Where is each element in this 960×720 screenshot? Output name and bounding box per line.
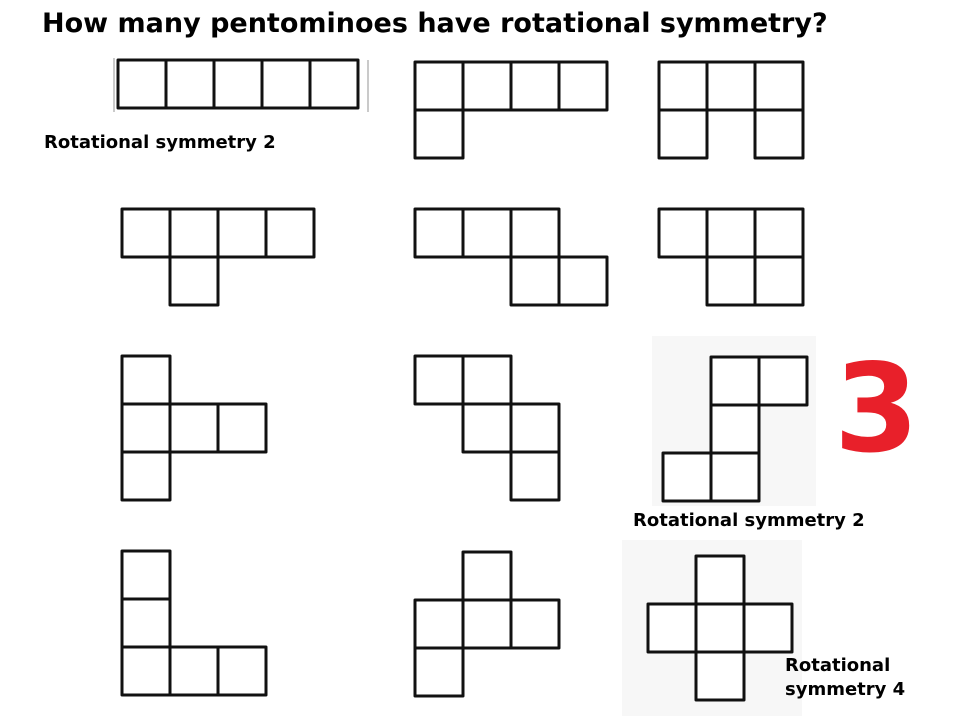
pentomino-square [694, 650, 746, 702]
pentomino-square [216, 207, 268, 259]
pentomino-square [757, 355, 809, 407]
pentomino-square [413, 354, 465, 406]
pentomino-square [413, 108, 465, 160]
p-pentomino [657, 207, 805, 307]
pentomino-square [413, 598, 465, 650]
pentomino-square [461, 550, 513, 602]
l-pentomino-vertical [120, 549, 268, 697]
pentomino-square [509, 450, 561, 502]
pentomino-square [413, 646, 465, 698]
l-pentomino-horizontal [413, 60, 609, 160]
x-piece-label-line-1: Rotational [785, 655, 891, 676]
pentomino-square [120, 597, 172, 649]
pentomino-square [694, 554, 746, 606]
i-pentomino [116, 58, 360, 110]
pentomino-square [120, 402, 172, 454]
pentomino-square [168, 255, 220, 307]
pentomino-square [753, 207, 805, 259]
pentomino-square [461, 598, 513, 650]
pentomino-square [264, 207, 316, 259]
t-pentomino [120, 354, 268, 502]
pentomino-square [661, 451, 713, 503]
pentomino-square [657, 60, 709, 112]
pentomino-square [509, 60, 561, 112]
pentomino-square [509, 255, 561, 307]
u-pentomino [657, 60, 805, 160]
y-pentomino [120, 207, 316, 307]
pentomino-square [120, 207, 172, 259]
pentomino-square [709, 355, 761, 407]
pentomino-square [413, 207, 465, 259]
s-pentomino [661, 355, 809, 503]
pentomino-square [694, 602, 746, 654]
pentomino-square [509, 207, 561, 259]
pentomino-square [308, 58, 360, 110]
pentomino-square [509, 402, 561, 454]
pentomino-square [709, 451, 761, 503]
w-pentomino [413, 354, 561, 502]
pentomino-square [216, 645, 268, 697]
pentomino-square [705, 60, 757, 112]
pentomino-pieces [116, 58, 809, 702]
pentomino-square [705, 255, 757, 307]
pentomino-square [657, 108, 709, 160]
answer-number: 3 [834, 338, 919, 480]
f-pentomino [413, 550, 561, 698]
pentomino-square [557, 255, 609, 307]
pentomino-square [168, 207, 220, 259]
pentomino-square [742, 602, 794, 654]
pentomino-square [216, 402, 268, 454]
question-title: How many pentominoes have rotational sym… [42, 8, 828, 39]
pentomino-square [212, 58, 264, 110]
n-pentomino [413, 207, 609, 307]
pentomino-square [120, 549, 172, 601]
pentomino-square [461, 354, 513, 406]
pentomino-square [557, 60, 609, 112]
pentomino-square [657, 207, 709, 259]
pentomino-square [413, 60, 465, 112]
pentomino-square [753, 108, 805, 160]
x-pentomino [646, 554, 794, 702]
pentomino-square [753, 60, 805, 112]
pentomino-square [709, 403, 761, 455]
pentomino-square [260, 58, 312, 110]
pentomino-square [509, 598, 561, 650]
pentomino-square [461, 60, 513, 112]
i-piece-symmetry-label: Rotational symmetry 2 [44, 132, 276, 153]
x-piece-symmetry-label: Rotational symmetry 4 [785, 654, 905, 703]
pentomino-square [168, 645, 220, 697]
pentomino-square [116, 58, 168, 110]
pentomino-square [164, 58, 216, 110]
pentomino-square [120, 450, 172, 502]
s-piece-symmetry-label: Rotational symmetry 2 [633, 510, 865, 531]
x-piece-label-line-2: symmetry 4 [785, 679, 906, 701]
pentomino-square [705, 207, 757, 259]
pentomino-square [461, 207, 513, 259]
pentomino-square [646, 602, 698, 654]
pentomino-square [168, 402, 220, 454]
pentomino-square [753, 255, 805, 307]
pentomino-square [120, 354, 172, 406]
pentomino-square [461, 402, 513, 454]
pentomino-square [120, 645, 172, 697]
